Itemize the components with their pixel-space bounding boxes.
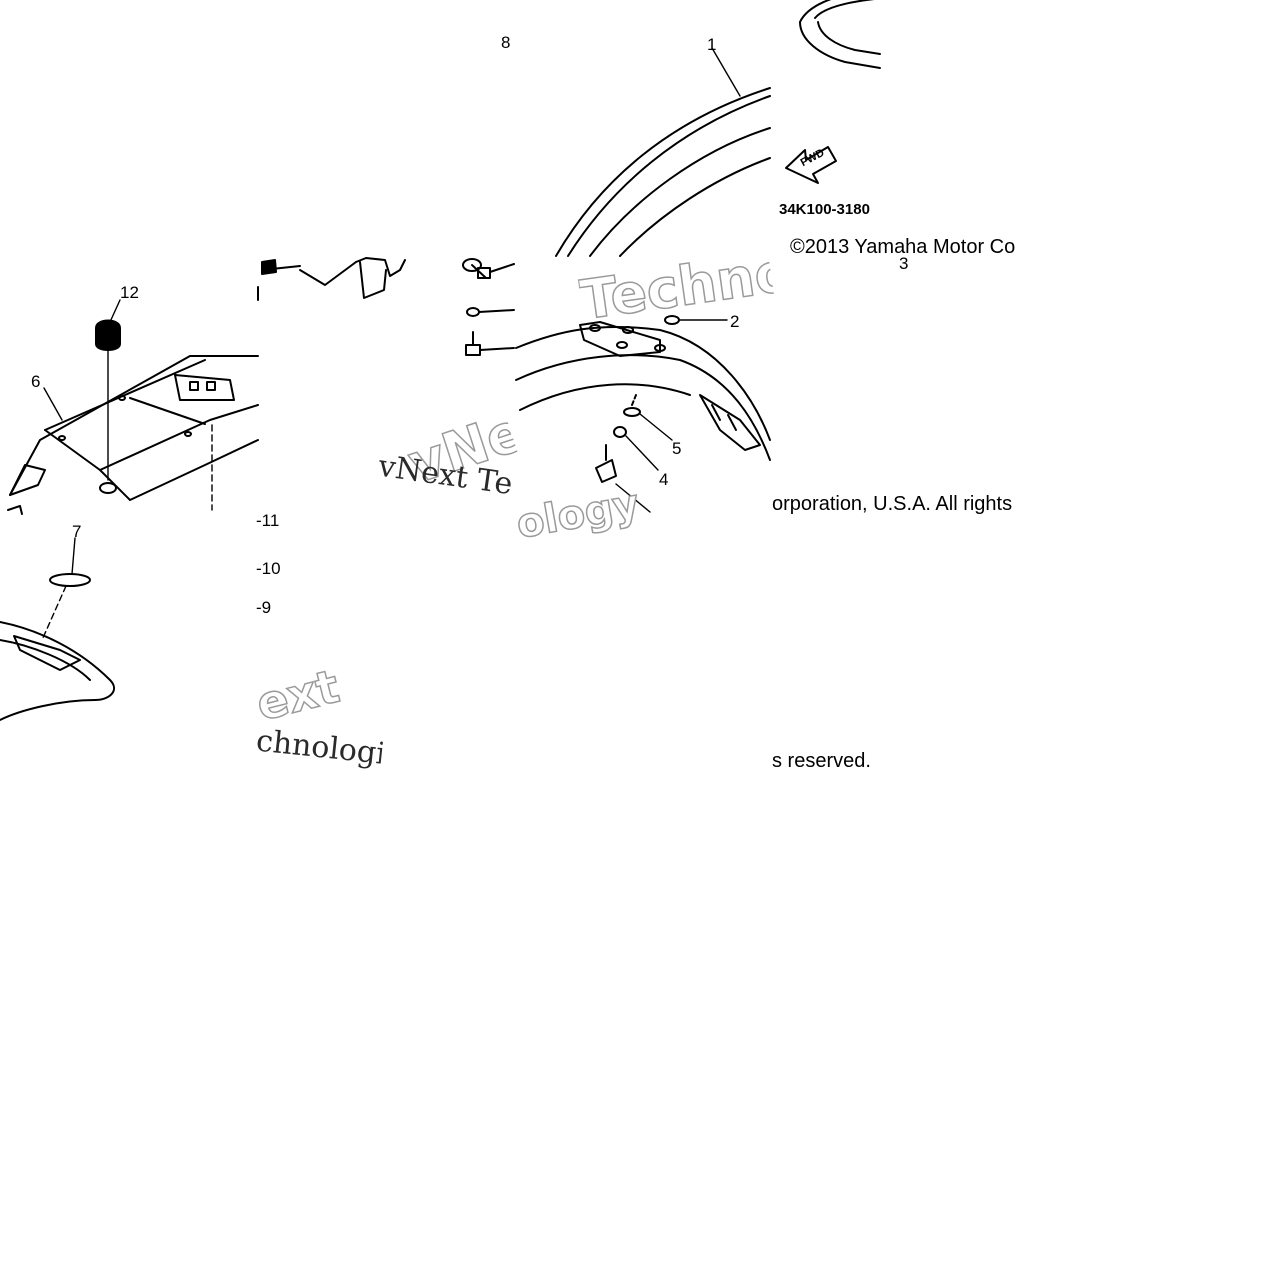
callout-12: 12 bbox=[120, 283, 139, 302]
callout-2: 2 bbox=[730, 312, 740, 331]
callout-3: 3 bbox=[899, 254, 909, 273]
copyright-line-3: s reserved. bbox=[772, 750, 871, 772]
part-code: 34K100-3180 bbox=[779, 201, 870, 218]
rear-fender-tail bbox=[0, 537, 115, 721]
fwd-arrow-icon bbox=[785, 146, 837, 184]
front-fender-arc bbox=[555, 47, 771, 257]
hardware-stack bbox=[462, 258, 515, 356]
callout-5: 5 bbox=[672, 439, 682, 458]
front-fender-body bbox=[515, 315, 771, 513]
seat-cap-drawing bbox=[799, 0, 881, 69]
bracket-and-bolt bbox=[257, 257, 406, 301]
copyright-line-1: ©2013 Yamaha Motor Co bbox=[790, 236, 1016, 258]
callout-7: 7 bbox=[72, 522, 82, 541]
callout-1: 1 bbox=[707, 35, 717, 54]
callout-6: 6 bbox=[31, 372, 41, 391]
callout-11: -11 bbox=[256, 511, 280, 530]
callout-9: -9 bbox=[256, 598, 272, 617]
callout-4: 4 bbox=[659, 470, 669, 489]
callout-8: 8 bbox=[501, 33, 511, 52]
copyright-line-2: orporation, U.S.A. All rights bbox=[772, 493, 1013, 515]
rear-fender-body bbox=[7, 299, 259, 515]
callout-10: -10 bbox=[256, 559, 281, 578]
